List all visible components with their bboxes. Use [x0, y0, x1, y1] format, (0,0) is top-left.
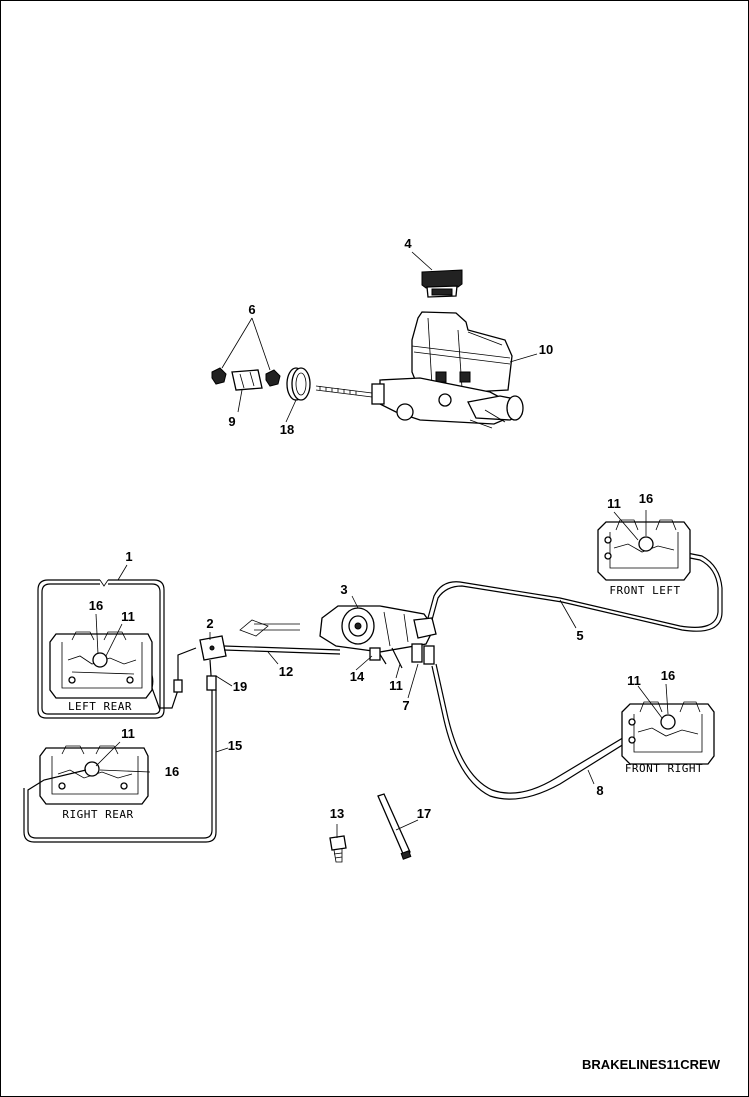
proportioning-valve: [319, 605, 437, 669]
banjo-fitting: [638, 536, 654, 552]
callout-16-front-right: 16: [661, 668, 675, 683]
callout-14: 14: [350, 669, 365, 684]
cylinder-body: [379, 377, 524, 429]
callout-15: 15: [228, 738, 242, 753]
callout-10: 10: [539, 342, 553, 357]
banjo-fitting: [660, 714, 676, 730]
banjo-fitting: [84, 761, 100, 777]
callout-4: 4: [404, 236, 412, 251]
front-right-caliper: FRONT RIGHT: [621, 701, 715, 775]
callout-13: 13: [330, 806, 344, 821]
callout-11-left-rear: 11: [121, 609, 135, 624]
boot: [286, 367, 311, 401]
front-right-brake-line: [431, 663, 665, 800]
banjo-fitting: [92, 652, 108, 668]
caliper-label-front-left: FRONT LEFT: [609, 584, 680, 597]
nuts: [211, 367, 281, 387]
left-rear-caliper: LEFT REAR: [49, 631, 153, 713]
callout-11-front-left: 11: [607, 496, 621, 511]
callout-6: 6: [248, 302, 255, 317]
diagram-reference-code: BRAKELINES11CREW: [582, 1057, 721, 1072]
caliper-label-front-right: FRONT RIGHT: [625, 762, 703, 775]
callout-8: 8: [596, 783, 603, 798]
callout-11-valve: 11: [389, 678, 403, 693]
callout-7: 7: [402, 698, 409, 713]
callouts: 4 6 10 9 18 1 16 11 2 3 5 12 14 11 7 19 …: [89, 236, 675, 821]
clevis: [231, 369, 263, 391]
master-cylinder-assembly: [211, 269, 524, 429]
callout-1: 1: [125, 549, 132, 564]
callout-3: 3: [340, 582, 347, 597]
callout-19: 19: [233, 679, 247, 694]
reservoir-cap: [421, 269, 463, 298]
reservoir: [411, 311, 513, 393]
callout-16-front-left: 16: [639, 491, 653, 506]
callout-11-front-right: 11: [627, 673, 641, 688]
caliper-label-left-rear: LEFT REAR: [68, 700, 132, 713]
callout-5: 5: [576, 628, 583, 643]
callout-17: 17: [417, 806, 431, 821]
callout-12: 12: [279, 664, 293, 679]
cable-tie-17: [377, 793, 412, 860]
right-rear-caliper: RIGHT REAR: [39, 745, 149, 821]
callout-18: 18: [280, 422, 294, 437]
right-rear-brake-line: [23, 690, 217, 843]
front-left-caliper: FRONT LEFT: [597, 519, 691, 597]
callout-16-left-rear: 16: [89, 598, 103, 613]
leader-lines: [95, 251, 669, 838]
front-left-brake-line: [427, 541, 723, 632]
callout-9: 9: [228, 414, 235, 429]
brake-line-12: [223, 619, 341, 655]
caliper-label-right-rear: RIGHT REAR: [62, 808, 133, 821]
junction-block: [173, 635, 227, 693]
callout-11-right-rear: 11: [121, 726, 135, 741]
callout-16-right-rear: 16: [165, 764, 179, 779]
bolt-13: [329, 835, 347, 863]
callout-2: 2: [206, 616, 213, 631]
push-rod: [315, 383, 385, 405]
